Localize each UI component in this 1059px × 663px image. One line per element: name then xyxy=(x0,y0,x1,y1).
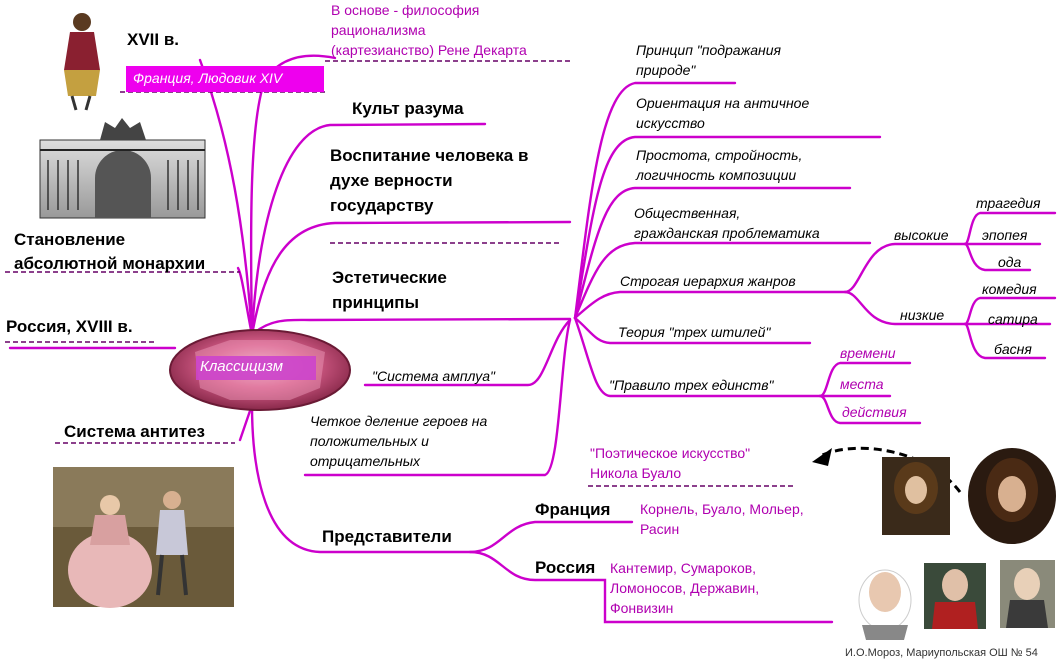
portrait-moliere xyxy=(968,448,1056,544)
france-label: Франция xyxy=(535,500,611,519)
principle-three-styles: Теория "трех штилей" xyxy=(618,324,771,340)
russia-names-2: Ломоносов, Державин, xyxy=(610,580,760,596)
heroes-line-3: отрицательных xyxy=(310,453,421,469)
upbringing-line-3: государству xyxy=(330,196,434,215)
russia-names-3: Фонвизин xyxy=(610,600,674,616)
principle-imitation-2: природе" xyxy=(636,62,696,78)
principle-antique-2: искусство xyxy=(636,115,705,131)
absolutism-line-2: абсолютной монархии xyxy=(14,254,206,273)
genre-tragedy: трагедия xyxy=(976,195,1041,211)
rationalism-line-2: рационализма xyxy=(331,22,426,38)
genre-epic: эпопея xyxy=(982,227,1028,243)
aesthetic-principles-line-2: принципы xyxy=(332,293,420,312)
arrow-head xyxy=(812,448,832,466)
center-label-box xyxy=(196,356,316,380)
upbringing-line-2: духе верности xyxy=(330,171,453,190)
principle-simplicity-2: логичность композиции xyxy=(636,167,797,183)
genre-ode: ода xyxy=(998,254,1022,270)
boileau-work-title: "Поэтическое искусство" xyxy=(590,445,751,461)
principle-civic-2: гражданская проблематика xyxy=(634,225,820,241)
cult-of-reason-label: Культ разума xyxy=(352,99,464,118)
antitheses-label: Система антитез xyxy=(64,422,205,441)
genre-high-label: высокие xyxy=(894,227,949,243)
france-names-1: Корнель, Буало, Мольер, xyxy=(640,501,804,517)
author-credit: И.О.Мороз, Мариупольская ОШ № 54 xyxy=(845,647,1038,659)
portrait-fonvizin xyxy=(1000,560,1055,628)
rationalism-line-1: В основе - философия xyxy=(331,2,480,18)
representatives-label: Представители xyxy=(322,527,452,546)
france-louis-label: Франция, Людовик XIV xyxy=(133,70,283,86)
principle-civic-1: Общественная, xyxy=(634,205,741,221)
principle-hierarchy: Строгая иерархия жанров xyxy=(620,273,796,289)
portrait-boileau xyxy=(882,457,950,535)
general-staff-building-picture xyxy=(39,118,206,219)
heroes-line-1: Четкое деление героев на xyxy=(310,413,488,429)
france-names-2: Расин xyxy=(640,521,680,537)
louis-xiv-portrait xyxy=(64,13,100,111)
principle-antique-1: Ориентация на античное xyxy=(636,95,810,111)
upbringing-line-1: Воспитание человека в xyxy=(330,146,529,165)
principle-three-unities: "Правило трех единств" xyxy=(609,377,774,393)
russia-names-1: Кантемир, Сумароков, xyxy=(610,560,757,576)
genre-fable: басня xyxy=(994,341,1032,357)
costume-painting xyxy=(53,467,234,608)
century-france-label: XVII в. xyxy=(127,30,180,49)
russia-label: Россия xyxy=(535,558,596,577)
portrait-lomonosov xyxy=(858,569,912,640)
principle-simplicity-1: Простота, стройность, xyxy=(636,147,803,163)
unity-time: времени xyxy=(840,345,896,361)
principle-imitation-1: Принцип "подражания xyxy=(636,42,781,58)
boileau-name: Никола Буало xyxy=(590,465,682,481)
heroes-line-2: положительных и xyxy=(310,433,429,449)
france-louis-box xyxy=(126,66,324,92)
genre-comedy: комедия xyxy=(982,281,1037,297)
center-label: Классицизм xyxy=(200,358,283,375)
amplua-label: "Система амплуа" xyxy=(372,368,496,384)
absolutism-line-1: Становление xyxy=(14,230,126,249)
rationalism-line-3: (картезианство) Рене Декарта xyxy=(331,42,527,58)
portrait-derzhavin xyxy=(924,563,986,629)
genre-satire: сатира xyxy=(988,311,1038,327)
unity-place: места xyxy=(840,376,884,392)
russia-century-label: Россия, XVIII в. xyxy=(6,317,133,336)
unity-action: действия xyxy=(842,404,907,420)
aesthetic-principles-line-1: Эстетические xyxy=(332,268,447,287)
genre-low-label: низкие xyxy=(900,307,945,323)
